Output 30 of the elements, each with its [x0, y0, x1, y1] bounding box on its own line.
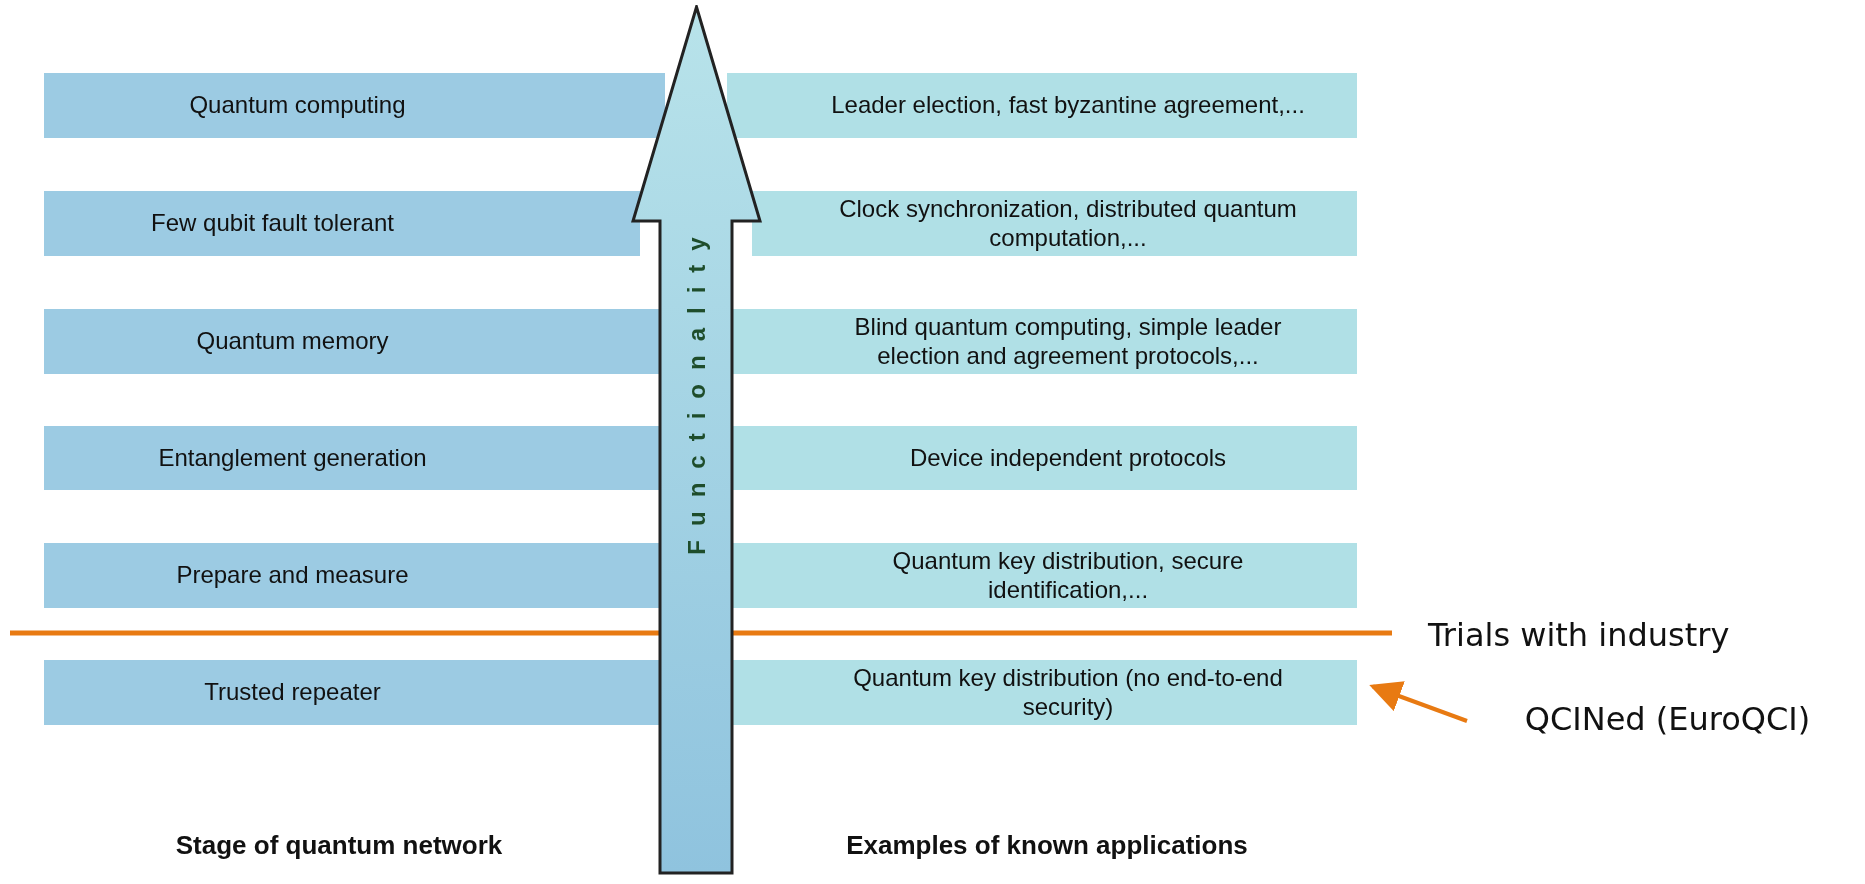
arrow: [1369, 681, 1468, 723]
application-bar: [727, 73, 1357, 138]
stage-bar: [44, 309, 660, 374]
stage-bar: [44, 543, 660, 608]
bar-text: Few qubit fault tolerant: [151, 209, 394, 238]
bar-text: Quantum key distribution, secure identification,...: [891, 546, 1245, 605]
axis-label: Functionality: [682, 223, 711, 555]
annotation-text: Trials with industry: [1428, 616, 1730, 654]
application-bar: [732, 309, 1357, 374]
bar-text: Quantum computing: [189, 91, 406, 120]
bar-text: Quantum key distribution (no end-to-end security): [852, 663, 1284, 722]
bar-text: Quantum memory: [196, 327, 389, 356]
stage-bar: [44, 73, 665, 138]
bar-text: Blind quantum computing, simple leader election and agreement protocols,...: [853, 312, 1283, 371]
stage-bar: [44, 191, 640, 256]
stage-bar: [44, 426, 660, 490]
bar-text: Clock synchronization, distributed quantum computation,...: [838, 194, 1298, 253]
bar-text: Trusted repeater: [204, 678, 381, 707]
bar-text: Device independent protocols: [909, 443, 1227, 473]
bar-text: Entanglement generation: [158, 443, 427, 473]
application-bar: [732, 426, 1357, 490]
annotation-text: QCINed (EuroQCI): [1524, 699, 1811, 739]
stage-bar: [44, 660, 660, 725]
application-bar: [732, 660, 1357, 725]
column-heading: Examples of known applications: [846, 829, 1248, 861]
application-bar: [752, 191, 1357, 256]
bar-text: Leader election, fast byzantine agreement,...: [831, 91, 1305, 120]
bar-text: Prepare and measure: [176, 561, 409, 590]
application-bar: [732, 543, 1357, 608]
column-heading: Stage of quantum network: [175, 829, 503, 861]
